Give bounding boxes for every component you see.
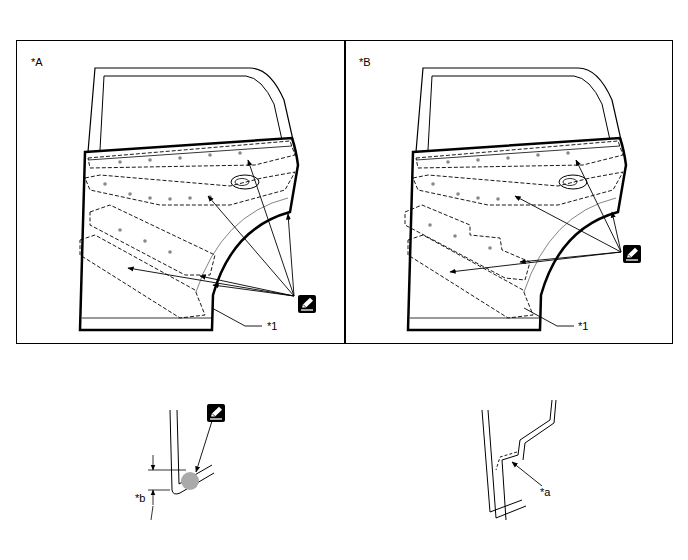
callout-label: *1 — [266, 320, 278, 332]
panel-label: *A — [31, 56, 43, 68]
panel-label: *B — [359, 56, 371, 68]
figure-panel: *A — [16, 40, 345, 344]
callout-label: *b — [134, 492, 146, 504]
figure-panel: *B — [345, 40, 673, 344]
callout-label: *a — [539, 486, 551, 498]
callout-label: *1 — [577, 320, 589, 332]
